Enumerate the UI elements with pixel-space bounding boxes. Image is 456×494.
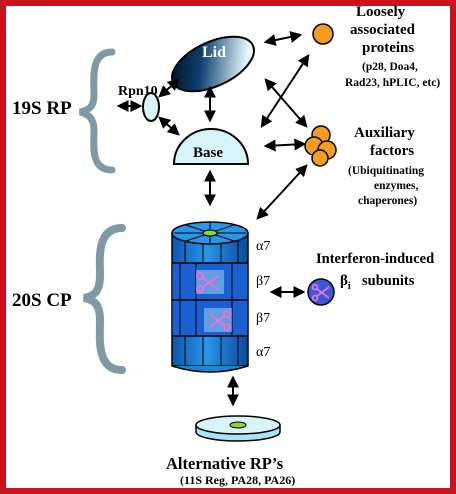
- aux-line2: factors: [370, 143, 414, 159]
- interferon-label: Interferon-induced: [316, 251, 434, 267]
- rpn10-shape: [142, 92, 160, 122]
- alt-rp-disc: [195, 415, 281, 442]
- auxiliary-cluster: [304, 125, 337, 167]
- ring-a7-top: α7: [256, 239, 270, 254]
- cp-pore: [202, 229, 218, 237]
- label-lid: Lid: [202, 44, 226, 61]
- arrow-lid-loosely: [263, 31, 303, 46]
- label-20s-cp: 20S CP: [12, 290, 72, 311]
- ring-b7-top: β7: [256, 274, 270, 289]
- aux-sub1: (Ubiquitinating: [348, 165, 424, 177]
- cp-cylinder: [171, 221, 249, 373]
- arrow-base-loosely: [260, 53, 310, 129]
- loosely-line1: Loosely: [356, 4, 406, 20]
- auxiliary-label: Auxiliary factors (Ubiquitinating enzyme…: [348, 125, 424, 207]
- svg-text:βi: βi: [340, 273, 351, 292]
- subunits-label: subunits: [362, 273, 415, 289]
- alt-rp-sub: (11S Reg, PA28, PA26): [180, 473, 295, 487]
- label-19s-rp: 19S RP: [12, 98, 72, 119]
- aux-sub2: enzymes,: [374, 180, 419, 192]
- loosely-line3: proteins: [362, 40, 414, 56]
- loosely-sub1: (p28, Doa4,: [362, 61, 418, 73]
- arrow-rpn10-base: [158, 116, 180, 136]
- arrow-rpn10-lid: [158, 78, 180, 98]
- brace-20s: [83, 224, 126, 374]
- arrow-cp-aux: [256, 164, 308, 220]
- scissors-icon: [196, 272, 219, 293]
- alt-rp-title: Alternative RP’s: [166, 454, 284, 473]
- arrow-base-aux: [263, 138, 307, 152]
- loosely-sub2: Rad23, hPLIC, etc): [345, 77, 440, 89]
- beta-i-symbol: β: [340, 273, 348, 289]
- label-base: Base: [193, 145, 223, 161]
- base: Base: [172, 128, 250, 165]
- aux-line1: Auxiliary: [354, 125, 415, 141]
- beta-i-subscript: i: [348, 281, 351, 292]
- brace-19s: [79, 48, 116, 174]
- loosely-label: Loosely associated proteins (p28, Doa4, …: [345, 4, 440, 89]
- aux-sub3: chaperones): [358, 195, 417, 207]
- ring-b7-bottom: β7: [256, 311, 270, 326]
- loosely-line2: associated: [350, 22, 416, 38]
- loosely-protein-circle: [312, 23, 334, 45]
- ring-a7-bottom: α7: [256, 345, 270, 360]
- scissors-icon: [209, 310, 231, 331]
- scissors-icon: [311, 283, 330, 302]
- lid: Lid: [171, 35, 255, 93]
